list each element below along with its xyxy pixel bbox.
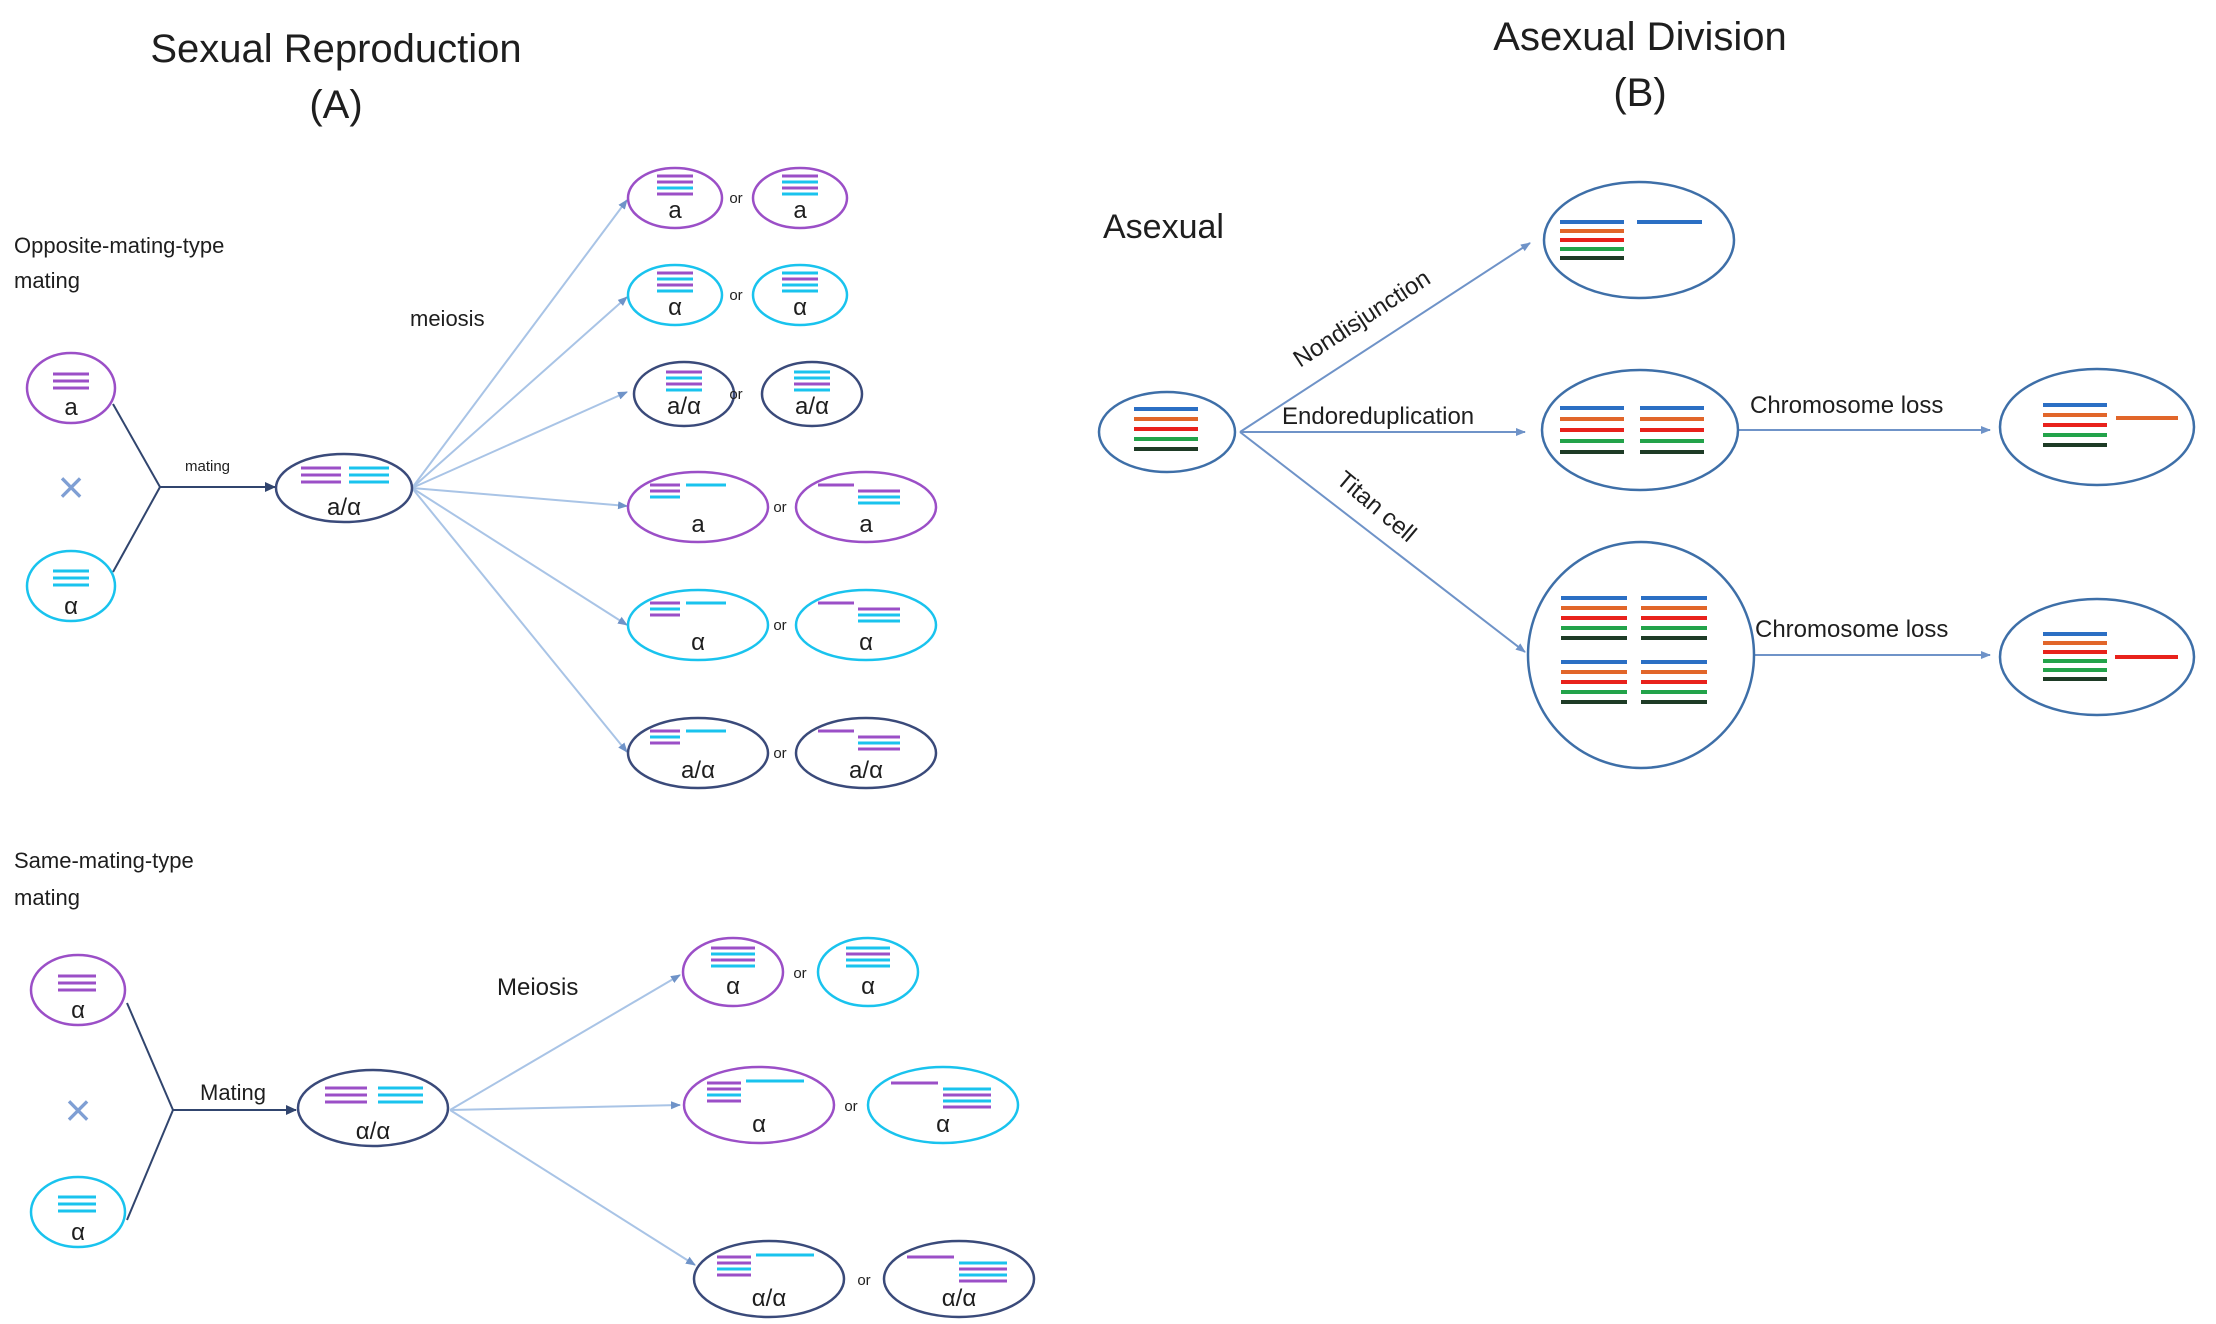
chromosome-loss-cell-1 [1998,367,2196,487]
or-label: or [857,1272,870,1289]
offspring-bottom-2-left: α [682,1065,836,1145]
offspring-top-5-left-label: α [691,629,705,656]
offspring-bottom-2-left-label: α [752,1111,766,1138]
bottom-mating-connector [126,1002,297,1221]
chromosome-loss-label-2: Chromosome loss [1755,616,1948,643]
endoreduplication-label: Endoreduplication [1282,403,1474,430]
offspring-bottom-1-right-label: α [861,973,875,1000]
or-label: or [844,1098,857,1115]
offspring-bottom-1-left: α [681,936,785,1008]
mating-label-2: Mating [200,1080,266,1105]
offspring-top-1-right: a [751,166,849,230]
offspring-top-3-right: a/α [760,360,864,428]
parent-alpha-cell-label: α [64,593,78,620]
offspring-top-6-left-label: a/α [681,757,715,784]
asexual-arrows [1239,242,1991,659]
offspring-bottom-3-left-label: α/α [752,1285,787,1312]
offspring-top-6-right: a/α [794,716,938,790]
parent-alpha-cell-2: α [29,1175,127,1249]
chromosome-loss-label-1: Chromosome loss [1750,392,1943,419]
or-label: or [729,287,742,304]
offspring-top-4-left: a [626,470,770,544]
chromosome-loss-cell-2 [1998,597,2196,717]
offspring-top-1-right-label: a [793,197,807,224]
opposite-mating-label: Opposite-mating-type [14,233,224,258]
opposite-mating-label-2: mating [14,268,80,293]
offspring-top-1-left-label: a [668,197,682,224]
offspring-bottom-1-left-label: α [726,973,740,1000]
offspring-top-2-right: α [751,263,849,327]
offspring-top-2-left: α [626,263,724,327]
mating-label: mating [185,458,230,475]
panel-b-title: Asexual Division [1493,15,1786,59]
offspring-top-5-left: α [626,588,770,662]
parent-a-cell-label: a [64,394,78,421]
nondisjunction-cell [1542,180,1736,300]
same-mating-label: Same-mating-type [14,848,194,873]
top-mating-connector [112,403,276,573]
parent-alpha-cell-1: α [29,953,127,1027]
endoreduplication-cell [1540,368,1740,492]
offspring-bottom-2-right-label: α [936,1111,950,1138]
offspring-top-4-right: a [794,470,938,544]
meiosis-label: meiosis [410,306,485,331]
offspring-top-5-right-label: α [859,629,873,656]
asexual-label: Asexual [1103,208,1224,246]
panel-b-letter: (B) [1613,71,1666,115]
offspring-bottom-1-right: α [816,936,920,1008]
offspring-top-3-left: a/α [632,360,736,428]
offspring-bottom-3-right: α/α [882,1239,1036,1319]
zygote-alpha-alpha-cell-label: α/α [356,1118,391,1145]
or-label: or [773,745,786,762]
offspring-top-6-right-label: a/α [849,757,883,784]
or-label: or [729,190,742,207]
panel-a-title: Sexual Reproduction [150,27,521,71]
offspring-bottom-3-left: α/α [692,1239,846,1319]
parent-alpha-cell-1-label: α [71,997,85,1024]
titan-cell [1526,540,1756,770]
or-label: or [773,499,786,516]
offspring-top-2-right-label: α [793,294,807,321]
parent-a-cell: a [25,351,117,425]
offspring-bottom-2-right: α [866,1065,1020,1145]
offspring-top-4-right-label: a [859,511,873,538]
parent-alpha-cell-2-label: α [71,1219,85,1246]
cross-symbol-bottom: × [65,1084,92,1136]
offspring-top-1-left: a [626,166,724,230]
or-label: or [729,386,742,403]
or-label: or [773,617,786,634]
offspring-top-5-right: α [794,588,938,662]
offspring-top-3-right-label: a/α [795,393,829,420]
offspring-top-6-left: a/α [626,716,770,790]
offspring-top-2-left-label: α [668,294,682,321]
meiosis-arrows-bottom [449,974,696,1266]
zygote-a-alpha-cell: a/α [274,452,414,524]
parent-alpha-cell: α [25,549,117,623]
titan-cell-label: Titan cell [1331,466,1421,548]
offspring-top-3-left-label: a/α [667,393,701,420]
meiosis-label-2: Meiosis [497,974,578,1001]
zygote-a-alpha-cell-label: a/α [327,494,361,521]
offspring-top-4-left-label: a [691,511,705,538]
parent-haploid-cell [1097,390,1237,474]
meiosis-arrows-top [411,199,628,753]
same-mating-label-2: mating [14,885,80,910]
cross-symbol-top: × [58,461,85,513]
or-label: or [793,965,806,982]
panel-a-letter: (A) [309,83,362,127]
zygote-alpha-alpha-cell: α/α [296,1068,450,1148]
offspring-bottom-3-right-label: α/α [942,1285,977,1312]
